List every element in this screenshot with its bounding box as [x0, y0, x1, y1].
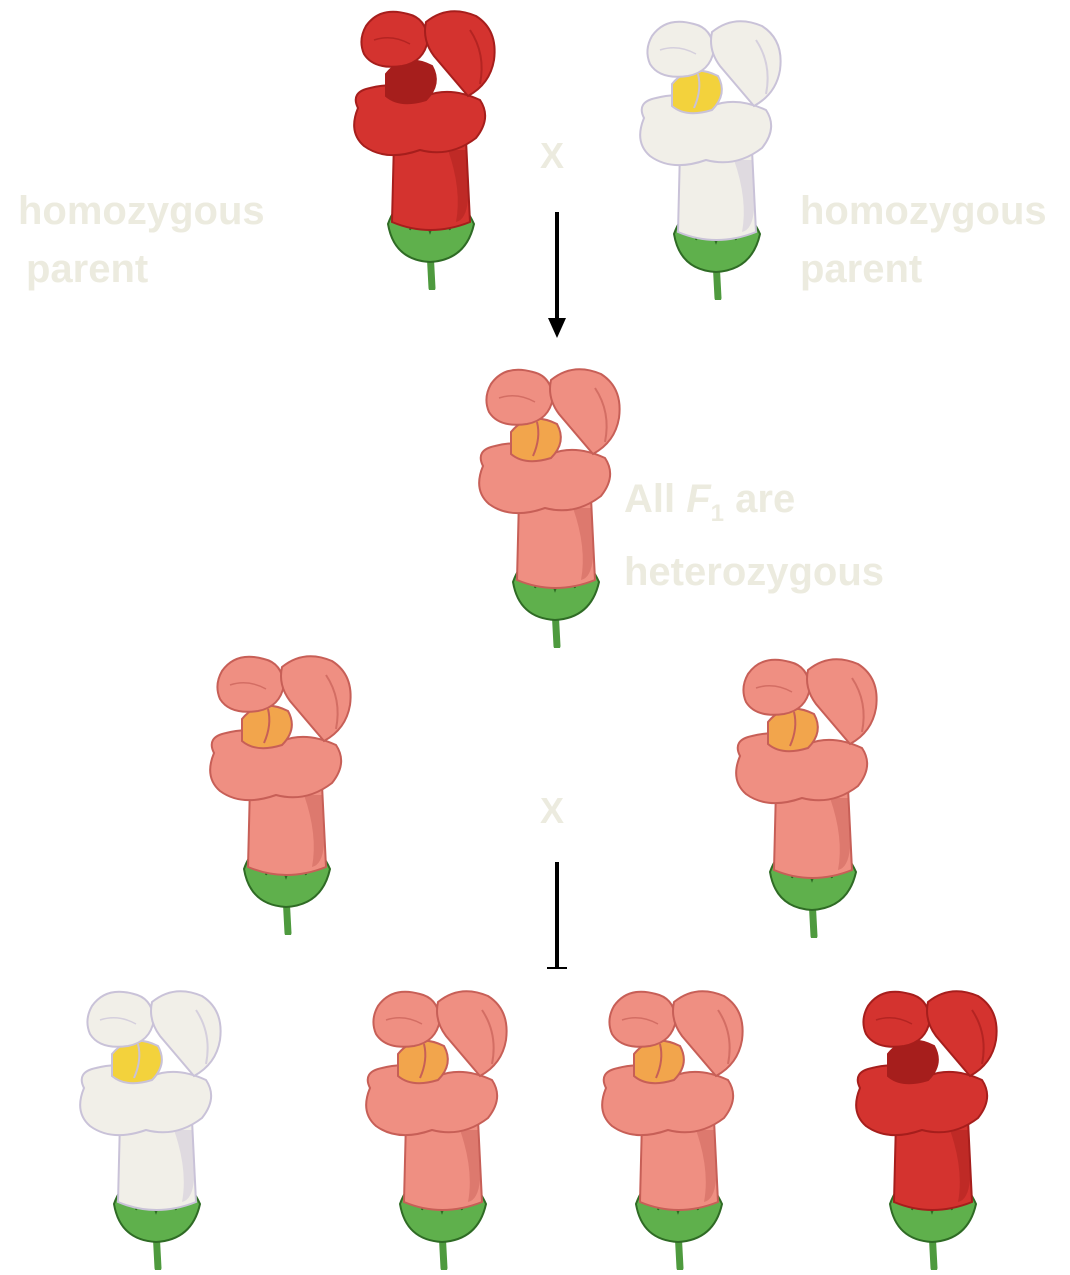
f1-cross-left-flower — [186, 645, 386, 940]
right-parent-line1: homozygous — [800, 182, 1047, 240]
parent-white-flower — [616, 10, 816, 305]
arrow-parents-to-f1 — [540, 210, 574, 342]
f1-cross-right-flower — [712, 648, 912, 943]
f1-label: All F1 are heterozygous — [624, 470, 884, 601]
f1-pink-flower — [455, 358, 655, 653]
right-parent-label: homozygous parent — [800, 182, 1047, 298]
parent-red-flower — [330, 0, 530, 295]
f2-white-flower — [56, 980, 256, 1275]
parent-cross-symbol: X — [540, 135, 564, 177]
left-parent-line1: homozygous — [18, 182, 265, 240]
f2-pink-flower-2 — [578, 980, 778, 1275]
f2-red-flower — [832, 980, 1032, 1275]
f2-pink-flower-1 — [342, 980, 542, 1275]
left-parent-label: homozygous parent — [18, 182, 265, 298]
line-f1-to-f2 — [540, 860, 574, 974]
right-parent-line2: parent — [800, 240, 1047, 298]
f1-cross-symbol: X — [540, 790, 564, 832]
left-parent-line2: parent — [18, 240, 265, 298]
f1-label-line2: heterozygous — [624, 543, 884, 601]
f1-label-line1: All F1 are — [624, 470, 884, 543]
